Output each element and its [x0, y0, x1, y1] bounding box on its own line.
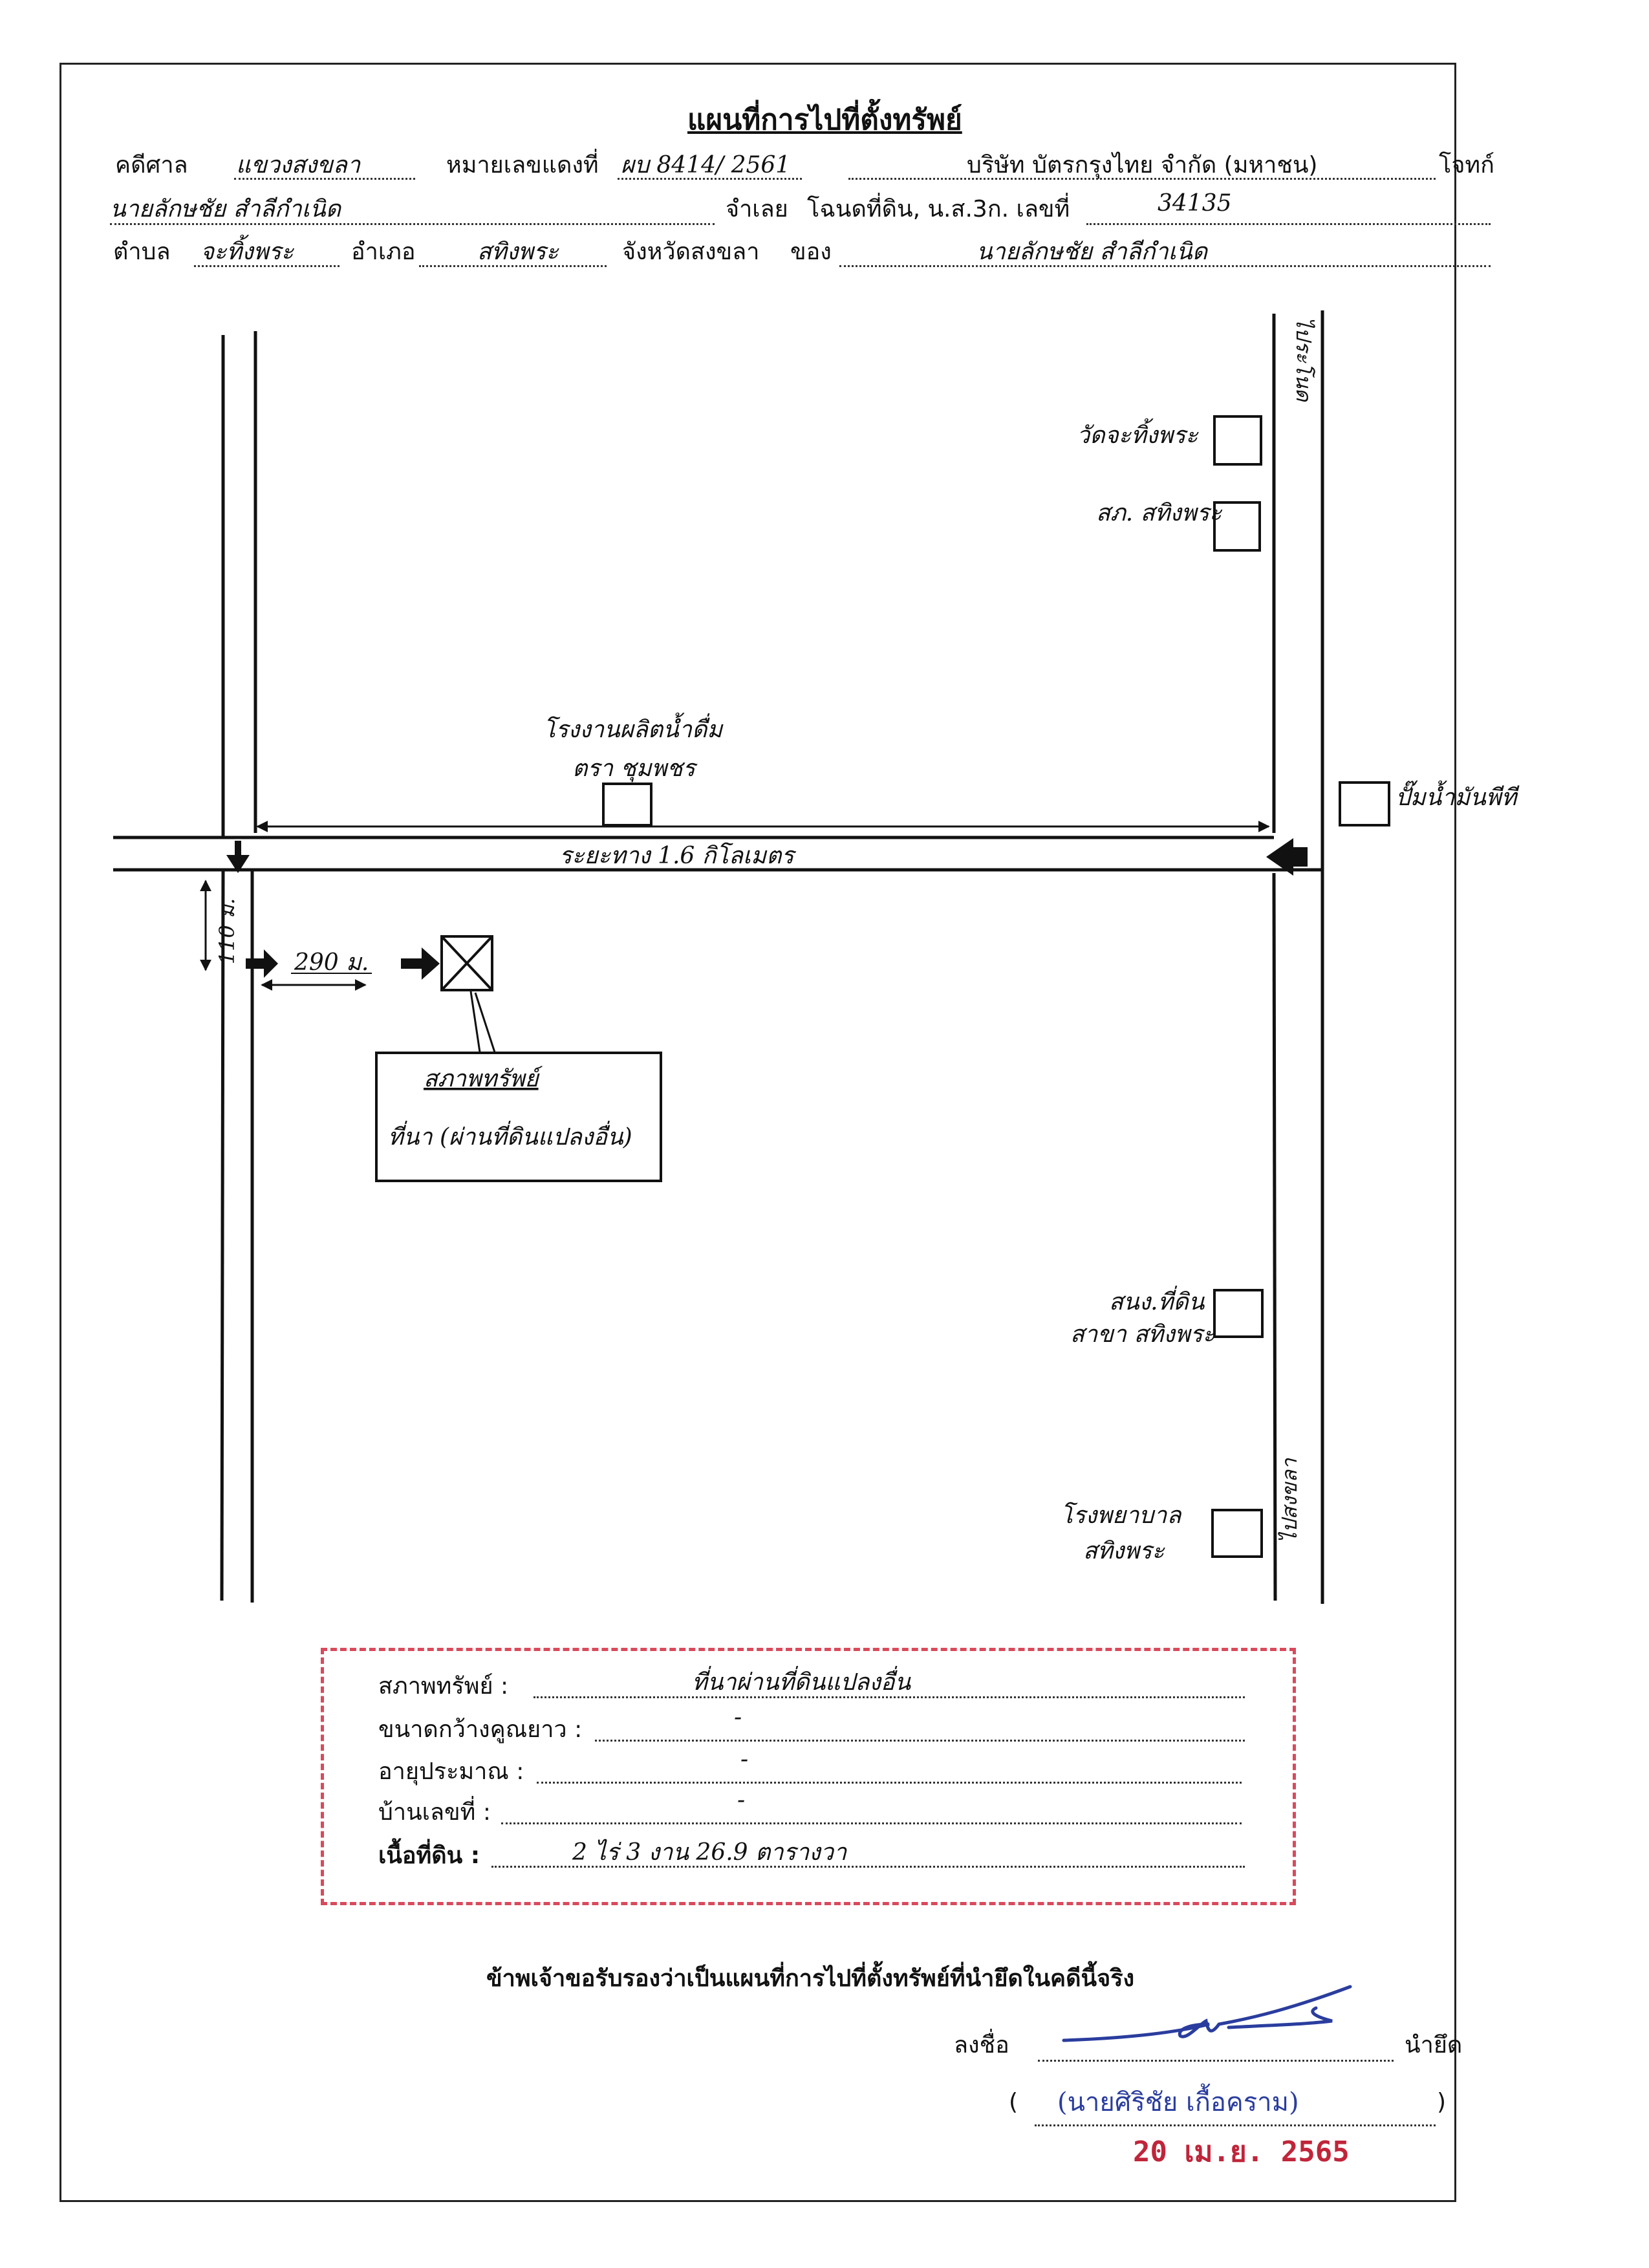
court-value: แขวงสงขลา — [236, 152, 361, 178]
temple-label: วัดจะทิ้งพระ — [1077, 418, 1199, 449]
land-office-line1: สนง.ที่ดิน — [1109, 1285, 1205, 1315]
property-marker-icon — [440, 935, 493, 991]
signature-dotline — [1038, 2060, 1394, 2062]
date-stamp: 20 เม.ย. 2565 — [1133, 2135, 1350, 2168]
hospital-box — [1211, 1509, 1263, 1558]
factory-box — [602, 783, 652, 826]
condition-dotline — [534, 1696, 1245, 1698]
area-label: เนื้อที่ดิน : — [378, 1842, 480, 1869]
age-label: อายุประมาณ : — [378, 1758, 524, 1785]
hospital-line1: โรงพยาบาล — [1061, 1502, 1182, 1529]
vertical-distance-text: 110 ม. — [215, 898, 239, 965]
case-label: หมายเลขแดงที่ — [446, 152, 599, 178]
subdistrict-value: จะทิ้งพระ — [200, 239, 294, 265]
condition-label: สภาพทรัพย์ : — [378, 1673, 509, 1700]
size-label: ขนาดกว้างคูณยาว : — [378, 1716, 583, 1743]
plaintiff-dotline — [848, 178, 1436, 180]
subdistrict-label: ตำบล — [113, 239, 171, 265]
role-label: นำยึด — [1405, 2032, 1463, 2058]
open-paren: ( — [1009, 2089, 1018, 2115]
house-value: - — [737, 1787, 746, 1813]
plaintiff-label: โจทก์ — [1439, 152, 1494, 178]
hospital-line2: สทิงพระ — [1083, 1538, 1165, 1564]
to-ranot-label: ไประโนด — [1291, 317, 1316, 403]
entry-arrow-left-icon — [1266, 838, 1308, 876]
district-label: อำเภอ — [351, 239, 416, 265]
road-distance-text: ระยะทาง 1.6 กิโลเมตร — [559, 842, 797, 869]
signature-mark — [1062, 1985, 1352, 2042]
defendant-dotline — [110, 223, 715, 225]
callout-value: ที่นา (ผ่านที่ดินแปลงอื่น) — [388, 1120, 632, 1150]
turn-arrow-down-icon — [226, 841, 250, 873]
size-dotline — [595, 1740, 1245, 1742]
deed-label: โฉนดที่ดิน, น.ส.3ก. เลขที่ — [807, 196, 1070, 222]
land-office-box — [1213, 1289, 1264, 1338]
owner-value: นายลักษชัย สำลีกำเนิด — [976, 239, 1208, 265]
defendant-value: นายลักษชัย สำลีกำเนิด — [110, 196, 341, 222]
area-value: 2 ไร่ 3 งาน 26.9 ตารางวา — [572, 1839, 847, 1866]
factory-line2: ตรา ชุมพชร — [572, 755, 698, 783]
property-arrow-icon — [401, 947, 440, 980]
left-road-edge-outer-bottom — [220, 869, 225, 1601]
police-label: สภ. สทิงพระ — [1096, 500, 1223, 526]
court-label: คดีศาล — [115, 152, 188, 178]
house-label: บ้านเลขที่ : — [378, 1799, 491, 1826]
subdistrict-dotline — [194, 265, 339, 267]
property-info-box — [321, 1648, 1296, 1905]
area-dotline — [491, 1866, 1245, 1868]
page-border — [59, 63, 1456, 2202]
property-callout-box — [375, 1052, 662, 1182]
signer-name: (นายศิริชัย เกื้อคราม) — [1057, 2088, 1299, 2117]
plaintiff-value: บริษัท บัตรกรุงไทย จำกัด (มหาชน) — [967, 152, 1318, 178]
age-dotline — [537, 1782, 1242, 1784]
police-box — [1213, 501, 1261, 552]
right-road-edge-left-bottom — [1272, 872, 1277, 1601]
deed-dotline — [1086, 223, 1491, 225]
petrol-station-label: ปั๊มน้ำมันพีที — [1396, 780, 1520, 811]
close-paren: ) — [1437, 2089, 1447, 2115]
case-dotline — [618, 178, 802, 180]
defendant-label: จำเลย — [726, 196, 788, 222]
district-dotline — [419, 265, 607, 267]
turn-arrow-right-icon — [246, 949, 278, 978]
district-value: สทิงพระ — [477, 239, 559, 265]
court-dotline — [234, 178, 415, 180]
certification-text: ข้าพเจ้าขอรับรองว่าเป็นแผนที่การไปที่ตั้… — [486, 1965, 1135, 1992]
size-value: - — [734, 1704, 742, 1731]
owner-dotline — [839, 265, 1491, 267]
horizontal-distance-text: 290 ม. — [294, 949, 369, 976]
page-title: แผนที่การไปที่ตั้งทรัพย์ — [687, 103, 962, 136]
condition-value: ที่นาผ่านที่ดินแปลงอื่น — [692, 1669, 911, 1696]
house-dotline — [501, 1822, 1242, 1824]
temple-box — [1213, 415, 1262, 466]
factory-line1: โรงงานผลิตน้ำดื่ม — [543, 712, 724, 743]
case-value: ผบ 8414/ 2561 — [621, 152, 791, 178]
owner-label: ของ — [790, 239, 832, 265]
petrol-station-box — [1339, 781, 1390, 826]
signer-dotline — [1035, 2124, 1436, 2126]
age-value: - — [740, 1746, 749, 1773]
sign-label: ลงชื่อ — [954, 2032, 1009, 2058]
deed-value: 34135 — [1158, 190, 1232, 217]
land-office-line2: สาขา สทิงพระ — [1070, 1321, 1216, 1348]
to-songkhla-label: ไปสงขลา — [1277, 1458, 1302, 1543]
callout-title: สภาพทรัพย์ — [424, 1066, 543, 1092]
province-label: จังหวัดสงขลา — [622, 239, 760, 265]
